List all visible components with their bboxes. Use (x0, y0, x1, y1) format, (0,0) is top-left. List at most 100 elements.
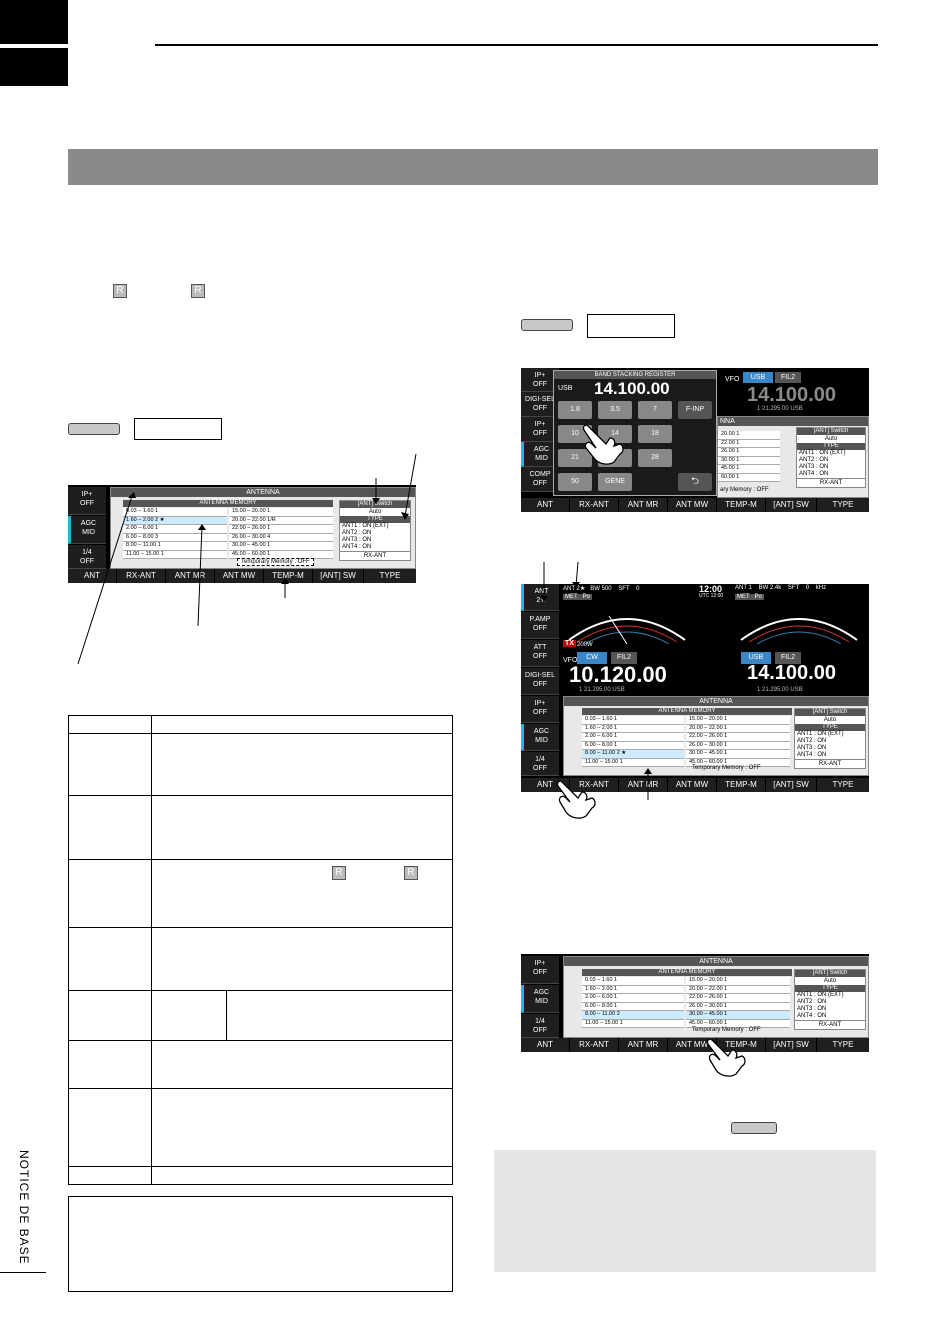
list-item[interactable]: 45.00 – 60.00 1 (686, 1019, 790, 1028)
bottom-button-rx-ant[interactable]: RX-ANT (117, 569, 166, 583)
bottom-button-type[interactable]: TYPE (817, 498, 869, 512)
band-key-1-8[interactable]: 1.8 (558, 401, 592, 419)
bottom-button-rx-ant[interactable]: RX-ANT (570, 778, 619, 792)
list-item[interactable]: 2.00 – 6.00 1 (123, 525, 227, 534)
list-item[interactable]: 6.00 – 8.00 1 (582, 1002, 684, 1011)
list-item[interactable]: 11.00 – 15.00 1 (582, 758, 684, 767)
bottom-button-temp-m[interactable]: TEMP-M (717, 498, 766, 512)
band-key-50[interactable]: 50 (558, 473, 592, 491)
menu-key-box[interactable] (587, 314, 675, 338)
mode-usb-button[interactable]: USB (741, 652, 771, 664)
menu-key[interactable] (68, 423, 120, 435)
side-button[interactable]: IP+OFF (68, 487, 106, 515)
switch-value[interactable]: Auto (823, 978, 837, 984)
list-item[interactable]: 6.00 – 8.00 3 (123, 533, 227, 542)
list-item[interactable]: 20.00 – 22.00 1/R (229, 516, 333, 525)
bottom-button-ant-mr[interactable]: ANT MR (619, 498, 668, 512)
list-item[interactable]: 11.00 – 15.00 1 (123, 550, 227, 559)
bottom-button-ant-mw[interactable]: ANT MW (668, 498, 717, 512)
list-item[interactable]: 1.60 – 2.00 1 (582, 724, 684, 733)
list-item[interactable]: 30.00 1 (718, 456, 780, 465)
list-item[interactable]: 2.00 – 6.00 1 (582, 994, 684, 1003)
band-key-14[interactable]: 14 (598, 425, 632, 443)
bottom-button-ant-mr[interactable]: ANT MR (619, 1038, 668, 1052)
bottom-button-ant-mr[interactable]: ANT MR (619, 778, 668, 792)
band-key-21[interactable]: 21 (558, 449, 592, 467)
list-item[interactable]: 26.00 – 30.00 4 (229, 533, 333, 542)
bottom-button-type[interactable]: TYPE (817, 1038, 869, 1052)
list-item[interactable]: 60.00 1 (718, 473, 780, 482)
list-item[interactable]: 15.00 – 20.00 1 (229, 508, 333, 517)
bottom-button-type[interactable]: TYPE (364, 569, 416, 583)
band-key-18[interactable]: 18 (638, 425, 672, 443)
list-item[interactable]: 22.00 1 (718, 439, 780, 448)
list-item[interactable]: 22.00 – 26.00 1 (229, 525, 333, 534)
list-item[interactable]: 15.00 – 20.00 1 (686, 716, 790, 725)
menu-key-box[interactable] (134, 418, 222, 440)
exit-key[interactable] (731, 1122, 777, 1134)
bottom-button-ant-mw[interactable]: ANT MW (215, 569, 264, 583)
list-item[interactable]: 45.00 – 60.00 1 (686, 758, 790, 767)
band-key-gene[interactable]: GENE (598, 473, 632, 491)
list-item[interactable]: 8.00 – 11.00 2 ★ (582, 750, 684, 759)
fil-button-right[interactable]: FIL2 (775, 652, 801, 664)
list-item[interactable]: 6.00 – 8.00 1 (582, 741, 684, 750)
switch-value[interactable]: Auto (368, 509, 382, 515)
bottom-button-ant-mr[interactable]: ANT MR (166, 569, 215, 583)
bottom-button-rx-ant[interactable]: RX-ANT (570, 498, 619, 512)
bottom-button-ant[interactable]: ANT (521, 498, 570, 512)
list-item[interactable]: 1.60 – 2.00 1 (582, 985, 684, 994)
bottom-button-type[interactable]: TYPE (817, 778, 869, 792)
list-item[interactable]: 15.00 – 20.00 1 (686, 977, 790, 986)
list-item[interactable]: 0.03 – 1.60 1 (123, 508, 227, 517)
mode-cw-button[interactable]: CW (577, 652, 607, 664)
list-item[interactable]: 30.00 – 45.00 1 (229, 542, 333, 551)
side-button[interactable]: IP+OFF (521, 956, 559, 984)
bottom-button-ant-mw[interactable]: ANT MW (668, 778, 717, 792)
back-button[interactable]: ⮌ (678, 473, 712, 491)
list-item[interactable]: 30.00 – 45.00 1 (686, 750, 790, 759)
side-button[interactable]: IP+OFF (521, 696, 559, 723)
bottom-button-ant-sw[interactable]: [ANT] SW (313, 569, 364, 583)
list-item[interactable]: 45.00 1 (718, 465, 780, 474)
usb-button[interactable]: USB (743, 372, 773, 383)
list-item[interactable]: 1.60 – 2.00 2 ★ (123, 516, 227, 525)
list-item[interactable]: 20.00 – 22.00 1 (686, 985, 790, 994)
bottom-button-ant[interactable]: ANT (521, 1038, 570, 1052)
band-key-7[interactable]: 7 (638, 401, 672, 419)
bottom-button-ant-sw[interactable]: [ANT] SW (766, 778, 817, 792)
bottom-button-ant-sw[interactable]: [ANT] SW (766, 498, 817, 512)
list-item[interactable]: 30.00 – 45.00 1 (686, 1011, 790, 1020)
list-item[interactable]: 26.00 1 (718, 448, 780, 457)
bottom-button-ant[interactable]: ANT (521, 778, 570, 792)
list-item[interactable]: 11.00 – 15.00 1 (582, 1019, 684, 1028)
list-item[interactable]: 8.00 – 11.00 2 (582, 1011, 684, 1020)
bottom-button-temp-m[interactable]: TEMP-M (717, 778, 766, 792)
menu-key[interactable] (521, 319, 573, 331)
band-key-3-5[interactable]: 3.5 (598, 401, 632, 419)
bottom-button-temp-m[interactable]: TEMP-M (264, 569, 313, 583)
band-key-f-inp[interactable]: F-INP (678, 401, 712, 419)
list-item[interactable]: 22.00 – 26.00 1 (686, 733, 790, 742)
band-key-28[interactable]: 28 (638, 449, 672, 467)
list-item[interactable]: 2.00 – 6.00 1 (582, 733, 684, 742)
list-item[interactable]: 20.00 – 22.00 1 (686, 724, 790, 733)
bottom-button-temp-m[interactable]: TEMP-M (717, 1038, 766, 1052)
fil-button-left[interactable]: FIL2 (611, 652, 637, 664)
side-button[interactable]: IP+OFF (521, 368, 559, 392)
fil-button[interactable]: FIL2 (775, 372, 801, 383)
list-item[interactable]: 22.00 – 26.00 1 (686, 994, 790, 1003)
